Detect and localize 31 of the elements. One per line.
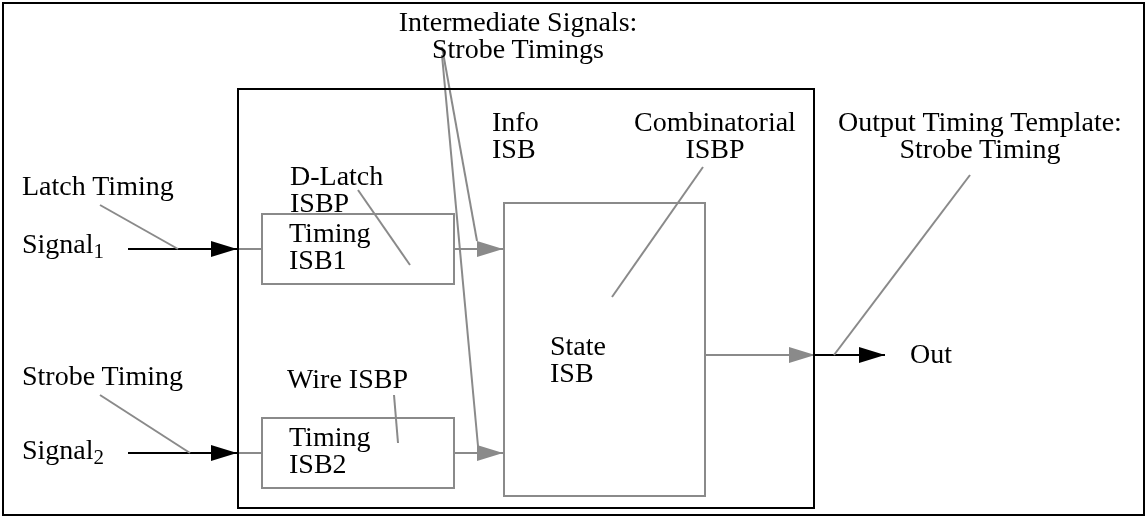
arrow [454, 445, 504, 461]
leader-line [393, 394, 399, 444]
annotation-text: Latch Timing [22, 172, 174, 199]
process-box [261, 417, 455, 489]
annotation-text: Output Timing Template: Strobe Timing [815, 108, 1145, 162]
leader-line [357, 189, 411, 266]
leader-line [833, 174, 971, 356]
process-box [261, 213, 455, 285]
annotation-text: Wire ISBP [287, 365, 408, 392]
signal-label: Signal$_{1}$ [22, 230, 105, 257]
annotation-text: D-Latch ISBP [290, 162, 400, 216]
arrow [127, 241, 238, 257]
arrow [127, 445, 238, 461]
box-label: Timing ISB1 [289, 219, 372, 273]
leader-line [441, 54, 479, 447]
annotation-text: Strobe Timing [22, 362, 184, 389]
signal-label: Signal$_{2}$ [22, 436, 105, 463]
process-box [503, 202, 706, 497]
arrow [814, 347, 886, 363]
leader-line [611, 166, 704, 298]
arrow [454, 241, 504, 257]
component-box [237, 88, 815, 509]
box-label: Info ISB [492, 108, 540, 162]
box-label: State ISB [550, 332, 607, 386]
leader-line [99, 204, 179, 250]
leader-line [99, 394, 191, 454]
box-label: Timing ISB2 [289, 423, 372, 477]
annotation-text: Combinatorial ISBP [630, 108, 800, 162]
arrow [705, 347, 816, 363]
output-label: Out [885, 340, 952, 367]
annotation-text: Intermediate Signals: Strobe Timings [383, 8, 653, 62]
